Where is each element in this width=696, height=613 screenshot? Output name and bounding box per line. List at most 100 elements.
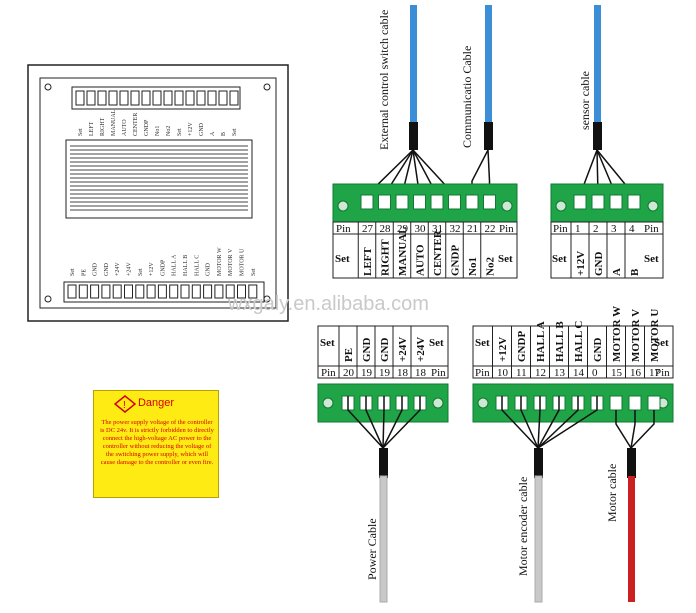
connector_d-pin-number: 17 (649, 367, 661, 379)
panel-top-terminal (218, 90, 228, 106)
connector_b-signal-label: +12V (575, 251, 587, 276)
red-cable-motor (628, 476, 635, 602)
panel-bottom-terminal (203, 284, 213, 299)
connector_d-signal-label: HALL B (554, 321, 566, 362)
connector_a-pin-number: 29 (397, 223, 409, 235)
connector_b-signal-label: A (611, 268, 623, 276)
cable-label-motor: Motor cable (605, 464, 619, 522)
connector_d-pin-number: 10 (497, 367, 509, 379)
cable-label-sensor: sensor cable (578, 71, 592, 130)
connector_d-signal-label: +12V (497, 337, 509, 362)
panel-bottom-terminal (214, 284, 224, 299)
connector_c-signal-label: PE (343, 348, 355, 362)
connector_b-pin-number: 2 (593, 223, 599, 235)
panel-top-label: A (210, 131, 216, 136)
blue-cable-communication (485, 5, 492, 125)
connector_b-pin-number: 4 (629, 223, 635, 235)
blue-cable-external (410, 5, 417, 125)
grey-cable-motor-encoder (534, 475, 543, 603)
connector_d-pin-number: 15 (611, 367, 623, 379)
panel-bottom-terminal (135, 284, 145, 299)
panel-bottom-label: MOTOR U (240, 248, 246, 276)
connector_d-pin-number: 14 (573, 367, 585, 379)
cable-label-power: Power Cable (365, 518, 379, 580)
grey-cable-power (379, 475, 388, 603)
panel-bottom-terminal (180, 284, 190, 299)
panel-top-terminal (75, 90, 85, 106)
connector_a-signal-label: GNDP (450, 245, 462, 276)
panel-bottom-terminal (67, 284, 77, 299)
panel-top-terminal (141, 90, 151, 106)
panel-top-label: No1 (155, 126, 161, 136)
connector-d-set-left: Set (475, 337, 490, 349)
connector_a-terminal (448, 194, 461, 210)
connector_a-terminal (483, 194, 496, 210)
connector_b-signal-label: GND (593, 252, 605, 277)
panel-bottom-terminal (78, 284, 88, 299)
connector_b-terminal (627, 194, 641, 210)
connector_a-terminal (360, 194, 374, 210)
panel-bottom-terminal (237, 284, 246, 299)
connector_a-pin-number: 31 (432, 223, 443, 235)
panel-bottom-terminal (146, 284, 156, 299)
danger-text: The power supply voltage of the controll… (100, 419, 214, 466)
panel-bottom-terminal (248, 284, 258, 299)
connector-b-set-left: Set (552, 253, 567, 265)
connector_b-terminal (573, 194, 587, 210)
connector_d-pin-number: 16 (630, 367, 642, 379)
connector_d-signal-label: MOTOR V (630, 309, 642, 362)
connector-c-pin-label-right: Pin (431, 367, 446, 379)
panel-top-terminal (174, 90, 184, 106)
connector_c-pin-number: 18 (415, 367, 427, 379)
cable-label-communication: Communicatio Cable (460, 46, 474, 148)
danger-label: ! Danger The power supply voltage of the… (93, 390, 219, 498)
panel-bottom-terminals (67, 284, 258, 299)
panel-top-terminal (86, 90, 96, 106)
panel-top-terminals (75, 90, 239, 106)
panel-bottom-terminal (101, 284, 111, 299)
panel-bottom-terminal (112, 284, 122, 299)
panel-top-terminal (119, 90, 129, 106)
panel-bottom-label: GND (206, 262, 212, 276)
connector_c-pin-number: 18 (397, 367, 409, 379)
connector_a-terminal (395, 194, 409, 210)
panel-bottom-label: +24V (115, 262, 121, 276)
panel-bottom-terminal (90, 284, 100, 299)
connector_c-pin-number: 19 (361, 367, 373, 379)
panel-top-terminal (130, 90, 140, 106)
connector-a-pin-label-right: Pin (499, 223, 514, 235)
watermark: wxgaly.en.alibaba.com (227, 293, 429, 315)
cable-label-motor-encoder: Motor encoder cable (516, 477, 530, 576)
panel-top-label: Set (78, 128, 84, 136)
connector-a-pin-label: Pin (336, 223, 351, 235)
panel-bottom-label: GNDP (160, 259, 166, 276)
connector_a-terminal (413, 194, 426, 210)
connector_d-terminal (628, 395, 642, 411)
connector_a-pin-number: 32 (450, 223, 461, 235)
panel-bottom-terminal (225, 284, 235, 299)
panel-top-label: MANUAL (111, 109, 117, 136)
panel-top-terminal (108, 90, 118, 106)
connector_a-pin-number: 22 (485, 223, 496, 235)
connector-d-pin-label-right: Pin (655, 367, 670, 379)
connector_b-signal-label: B (629, 268, 641, 276)
panel-top-terminal (163, 90, 173, 106)
danger-title: Danger (137, 397, 175, 409)
connector_c-signal-label: GND (379, 338, 391, 363)
connector_a-signal-label: AUTO (415, 244, 427, 276)
connector_a-terminal (430, 194, 444, 210)
connector-d-pin-label: Pin (475, 367, 490, 379)
panel-top-terminal (152, 90, 162, 106)
panel-top-label: GNDP (144, 119, 150, 136)
connector_b-terminal (591, 194, 605, 210)
panel-top-terminal (207, 90, 217, 106)
connector_c-signal-label: +24V (397, 337, 409, 362)
connector_c-signal-label: +24V (415, 337, 427, 362)
connector_d-pin-number: 11 (516, 367, 527, 379)
connector_a-pin-number: 28 (380, 223, 392, 235)
connector-b-set-right: Set (644, 253, 659, 265)
connector_c-pin-number: 19 (379, 367, 391, 379)
panel-top-label: +12V (188, 122, 194, 136)
